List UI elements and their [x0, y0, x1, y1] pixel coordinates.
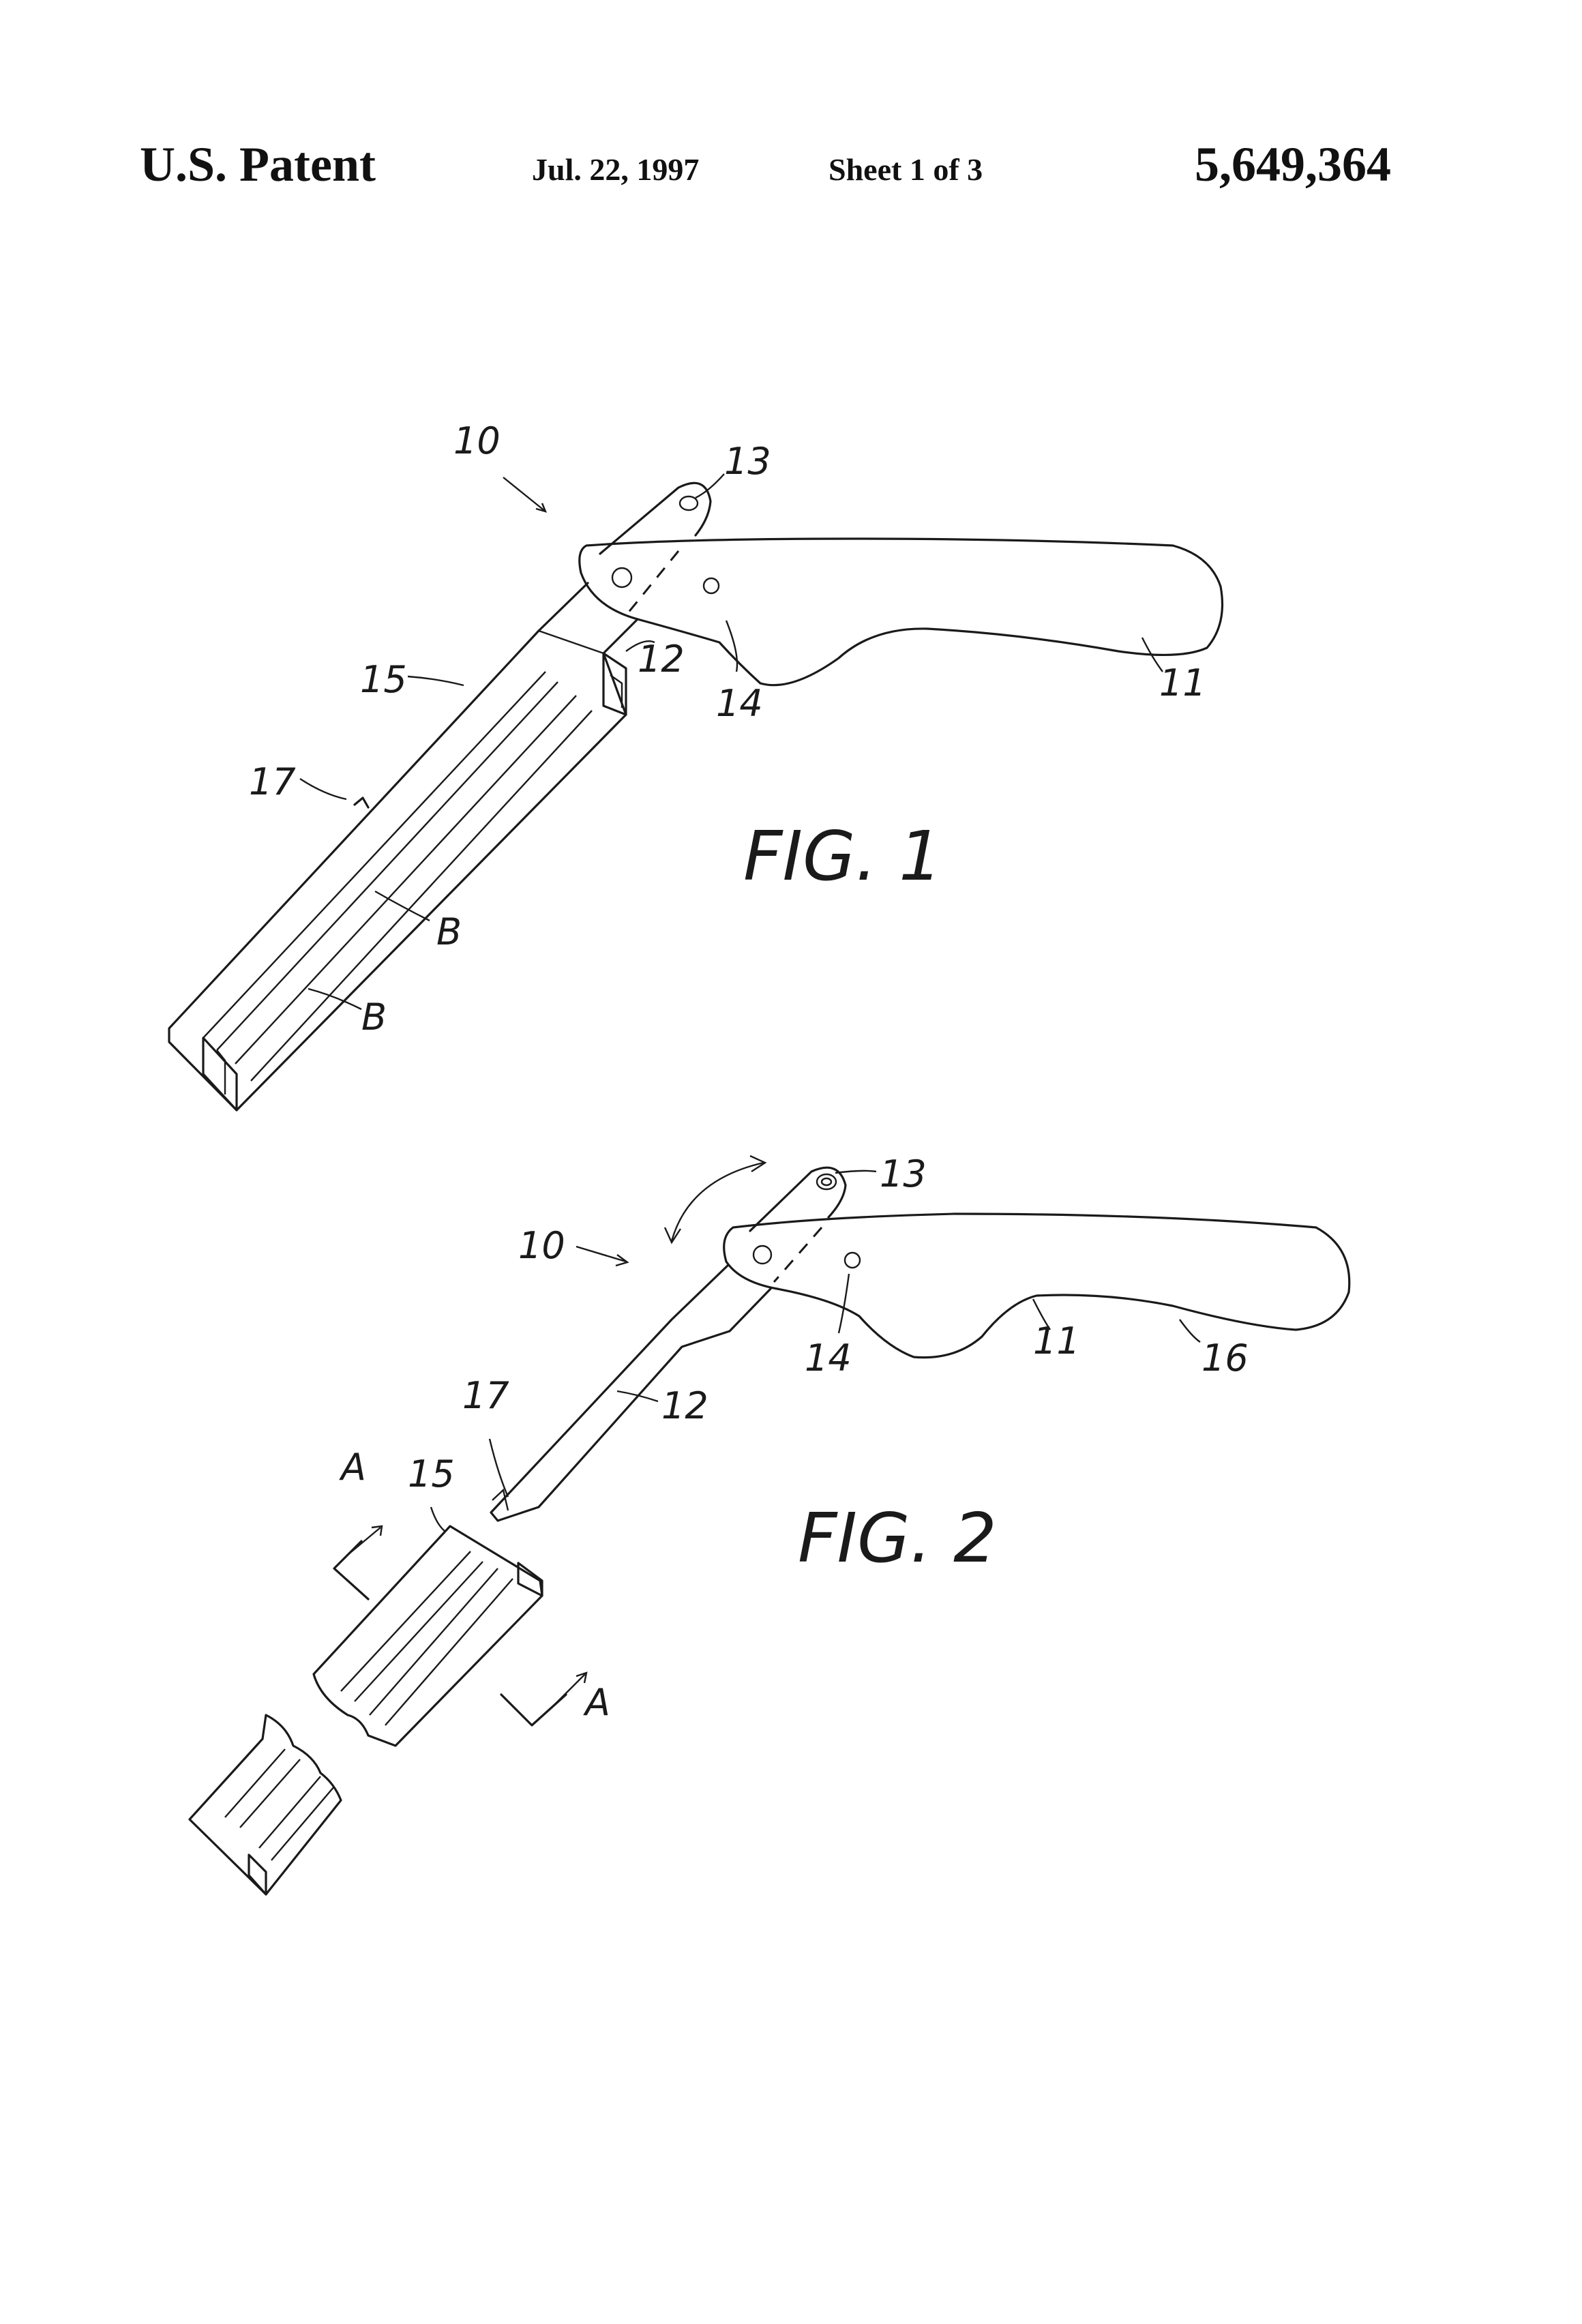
fig1-ref-11: 11	[1159, 661, 1206, 704]
fig2-section-marker-a-upper	[334, 1541, 368, 1599]
fig2-pin-13	[817, 1174, 836, 1189]
fig1-ref-10: 10	[453, 419, 501, 462]
fig2-ref-16: 16	[1202, 1337, 1249, 1380]
fig1-ref-17: 17	[249, 760, 296, 803]
fig1-pin-13	[680, 496, 698, 510]
fig2-blade	[491, 1265, 771, 1521]
fig2-rotation-arrow	[672, 1163, 764, 1241]
fig1-pivot-hole	[612, 568, 631, 587]
fig1-tab-17	[355, 798, 368, 807]
fig2-pivot-hole	[753, 1246, 771, 1264]
fig1-ref-13: 13	[724, 440, 771, 483]
fig1-ref-12: 12	[638, 638, 685, 681]
fig1-ref-15: 15	[360, 658, 407, 701]
fig1-ref-b-lower: B	[361, 996, 387, 1039]
fig1-rivet-14	[704, 578, 719, 593]
fig2-ref-11: 11	[1033, 1320, 1080, 1362]
fig2-ref-13: 13	[880, 1152, 927, 1195]
fig2-ref-15: 15	[408, 1452, 455, 1495]
fig1-caption: FIG. 1	[743, 816, 942, 896]
fig2-ref-10: 10	[518, 1224, 565, 1267]
fig2-ref-12: 12	[661, 1384, 708, 1427]
fig1-cartridge	[169, 631, 626, 1110]
figure-1: 10 13 12 14 11 15 17 B B FIG. 1	[169, 419, 1223, 1110]
fig2-section-marker-a-lower	[501, 1695, 566, 1725]
fig2-ref-a-upper: A	[339, 1446, 366, 1489]
figure-2: 13 10 14 11 16 12 17 15 A A FIG. 2	[190, 1152, 1349, 1894]
fig1-fold-line	[627, 551, 678, 614]
fig2-rivet-14	[845, 1253, 860, 1268]
fig1-ref-14: 14	[716, 682, 763, 725]
fig2-caption: FIG. 2	[798, 1498, 997, 1578]
fig2-ref-14: 14	[805, 1337, 852, 1380]
fig2-ref-a-lower: A	[583, 1681, 610, 1724]
fig2-ref-17: 17	[462, 1374, 509, 1417]
fig2-fold-line	[774, 1227, 822, 1282]
fig1-ref-b-upper: B	[436, 910, 462, 953]
fig2-cartridge	[314, 1526, 542, 1746]
